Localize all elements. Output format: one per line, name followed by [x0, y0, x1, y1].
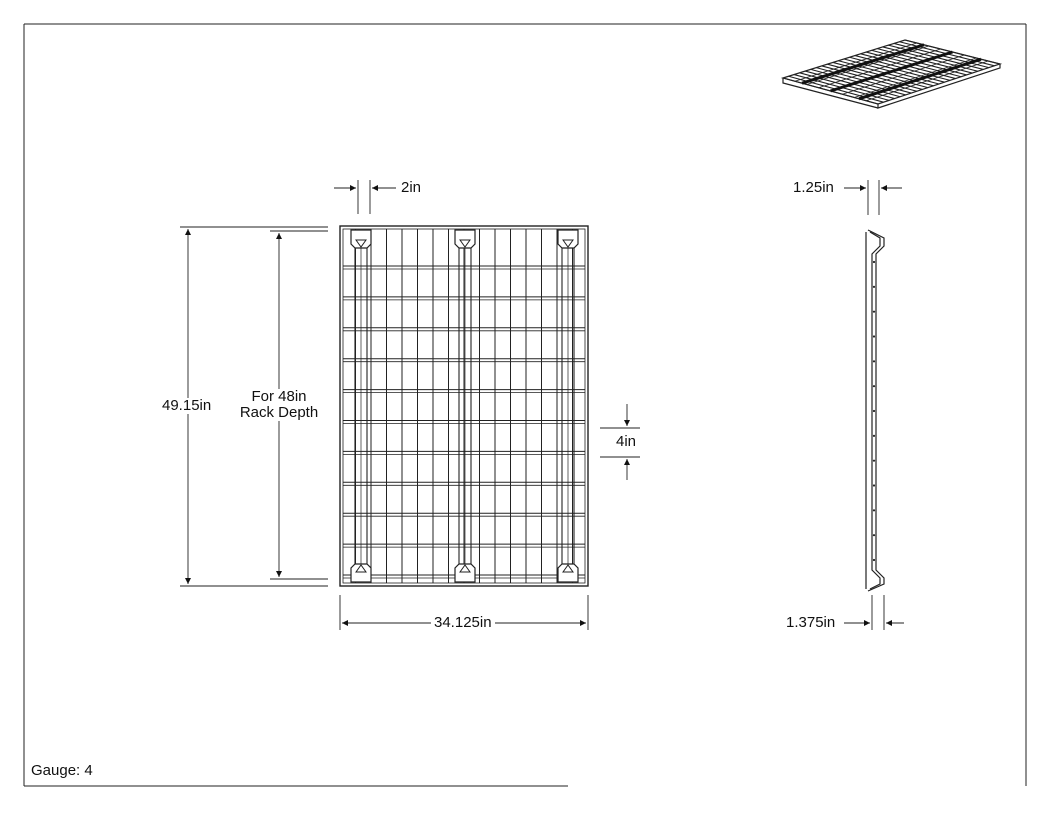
iso-cross-wire — [866, 60, 989, 102]
clip-arrow-top — [562, 239, 574, 248]
side-wire-tick — [872, 385, 876, 388]
side-wire-tick — [872, 509, 876, 512]
gauge-note: Gauge: 4 — [31, 762, 93, 779]
side-wire-tick — [872, 335, 876, 338]
iso-side-edge — [782, 78, 879, 109]
label-wire-spacing-vertical: 4in — [616, 433, 637, 450]
label-flare-top: 1.25in — [793, 179, 834, 196]
side-wire-tick — [872, 310, 876, 313]
side-wire-tick — [872, 459, 876, 462]
side-wire-tick — [872, 534, 876, 537]
clip-arrow-bottom — [562, 564, 574, 573]
label-flare-bottom: 1.375in — [786, 614, 836, 631]
iso-support-channel — [858, 57, 982, 101]
clip-arrow-top — [459, 239, 471, 248]
side-wire-tick — [872, 434, 876, 437]
end-clip-bottom — [350, 563, 372, 583]
clip-arrow-top — [355, 239, 367, 248]
iso-cross-wire — [854, 57, 977, 98]
iso-cross-wire — [842, 54, 965, 95]
side-wire-tick — [872, 360, 876, 363]
sheet-border — [23, 23, 1027, 787]
label-overall-height: 49.15in — [162, 397, 212, 414]
side-profile-inner — [869, 231, 881, 590]
side-view-profile — [865, 229, 885, 592]
isometric-thumbnail — [780, 39, 1003, 109]
side-profile-outer — [867, 229, 885, 592]
label-rack-depth-line2: Rack Depth — [239, 404, 319, 421]
end-clip-bottom — [454, 563, 476, 583]
iso-support-channel — [801, 43, 925, 85]
iso-front-lip — [877, 64, 1001, 109]
panel-frame — [339, 225, 589, 587]
label-overall-width: 34.125in — [431, 615, 495, 631]
end-clip-top — [557, 229, 579, 249]
iso-support-channel — [830, 50, 953, 93]
side-wire-tick — [872, 484, 876, 487]
end-clip-top — [454, 229, 476, 249]
side-profile-wire-ticks — [872, 260, 876, 562]
side-wire-tick — [872, 260, 876, 264]
label-wire-spacing-horizontal: 2in — [401, 179, 422, 196]
side-wire-tick — [872, 409, 876, 413]
side-wire-tick — [872, 285, 876, 288]
label-rack-depth: For 48in Rack Depth — [236, 389, 322, 421]
front-view-panel — [339, 225, 589, 587]
clip-arrow-bottom — [355, 564, 367, 573]
end-clip-top — [350, 229, 372, 249]
iso-cross-wire — [794, 42, 917, 82]
label-rack-depth-line1: For 48in — [251, 388, 307, 405]
clip-arrow-bottom — [459, 564, 471, 573]
iso-cross-wire — [818, 48, 941, 89]
end-clip-bottom — [557, 563, 579, 583]
side-wire-tick — [872, 558, 876, 562]
iso-cross-wire — [806, 45, 929, 85]
